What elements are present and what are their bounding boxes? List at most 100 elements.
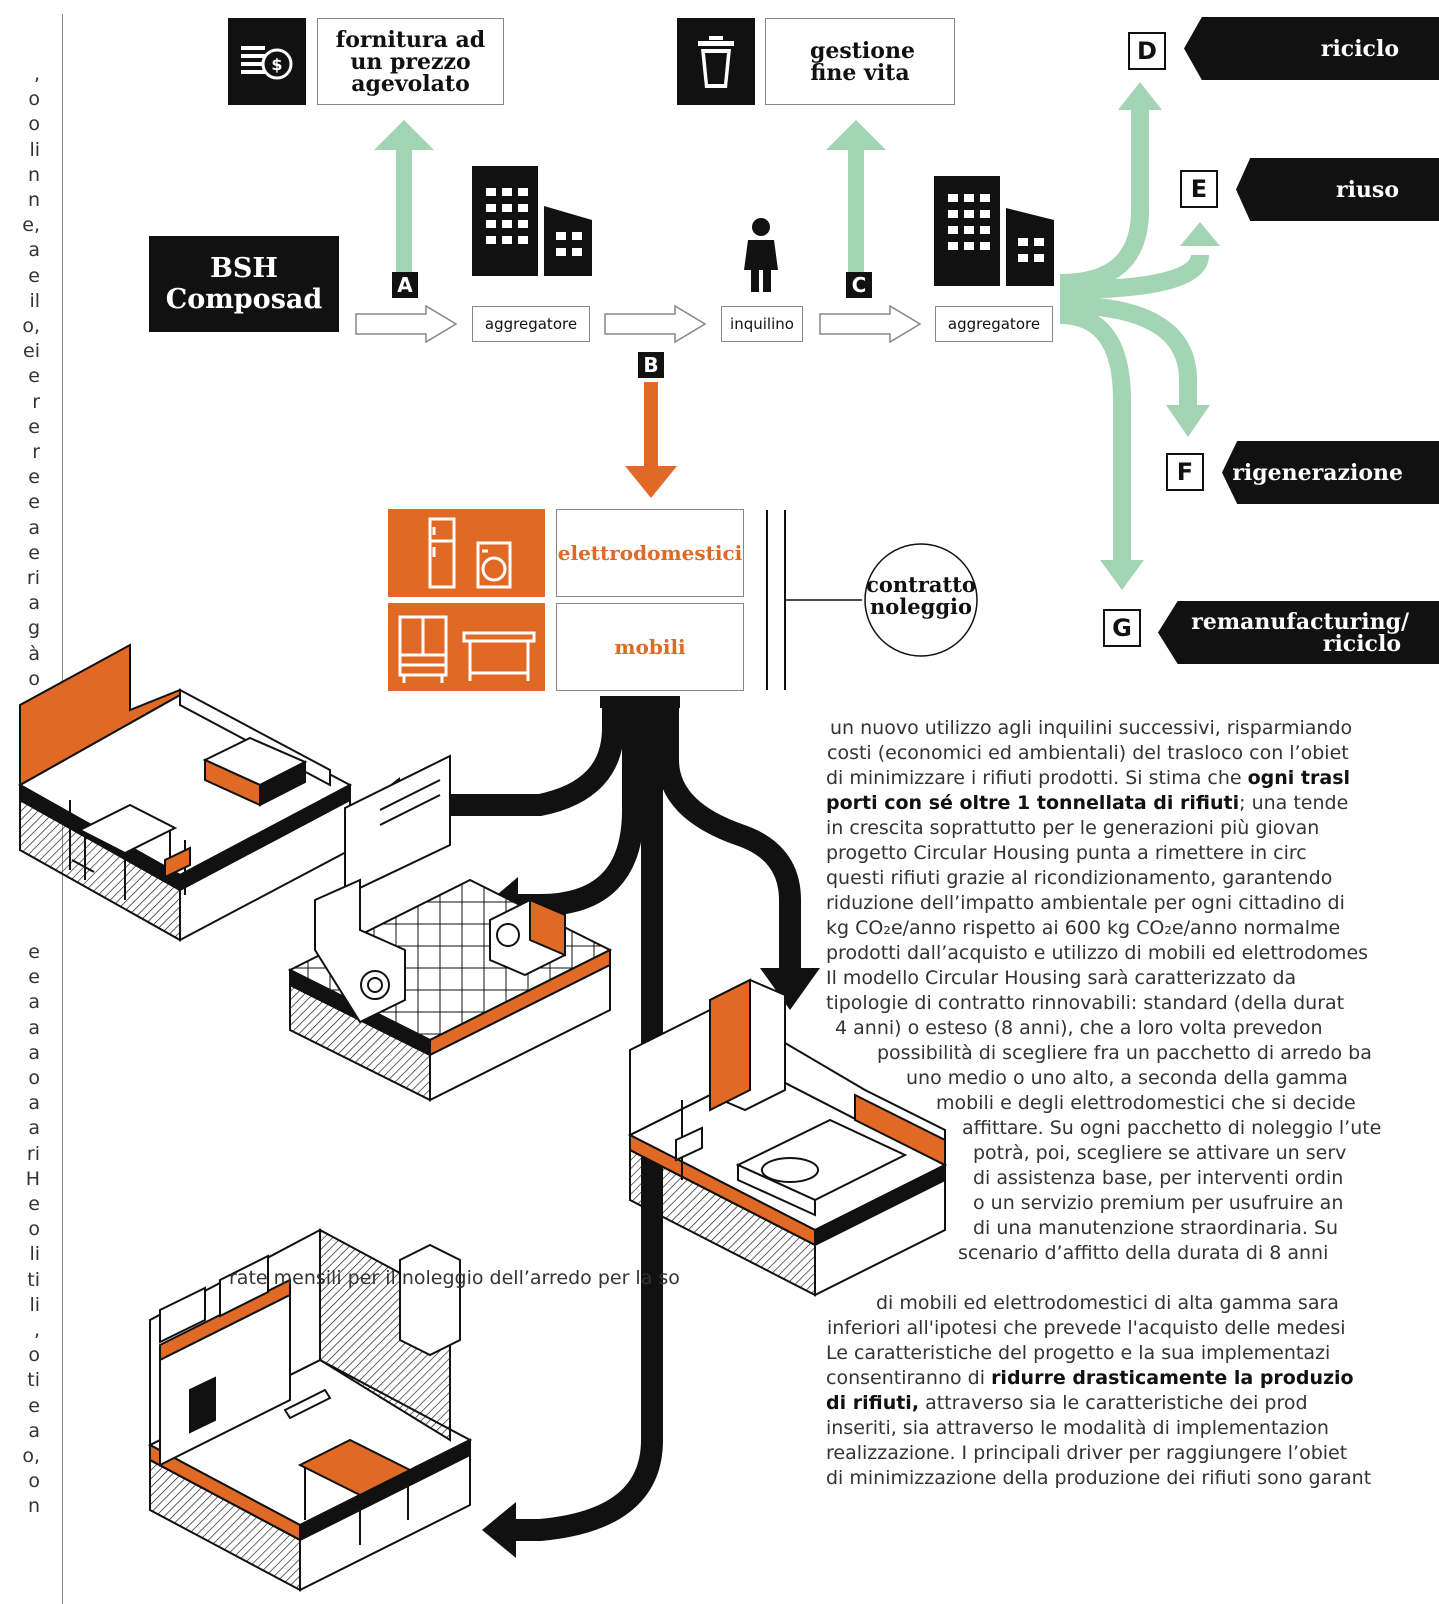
room-laundry-illustration xyxy=(287,754,613,1102)
orange-arrow-b xyxy=(625,382,677,498)
product-furniture-label: mobili xyxy=(614,635,686,659)
body-line-23: rate mensili per il noleggio dell’arredo… xyxy=(229,1267,680,1289)
arrowhead-room-4 xyxy=(482,1502,516,1558)
left-fragment-bottom-7: a xyxy=(28,1117,40,1140)
body-line-15: uno medio o uno alto, a seconda della ga… xyxy=(906,1067,1348,1089)
product-appliances-label: elettrodomestici xyxy=(557,541,743,565)
left-fragment-top-19: e xyxy=(28,541,40,564)
left-fragment-bottom-14: li xyxy=(29,1293,40,1316)
fridge-icon xyxy=(428,517,456,589)
left-fragment-bottom-4: a xyxy=(28,1041,40,1064)
left-fragment-bottom-0: e xyxy=(28,941,40,963)
washing-machine-icon xyxy=(476,541,512,589)
outcome-remanufacturing-line2: riciclo xyxy=(1322,630,1401,657)
body-line-20: o un servizio premium per usufruire an xyxy=(973,1192,1344,1214)
marker-d: D xyxy=(1128,32,1166,70)
gestione-label: gestione fine vita xyxy=(810,37,915,86)
bold-ridurre: ridurre drasticamente la produzio xyxy=(991,1367,1354,1389)
left-fragment-bottom-18: e xyxy=(28,1394,40,1417)
building-icon xyxy=(934,176,1054,286)
flow-arrow-1 xyxy=(355,304,458,344)
flow-arrow-3 xyxy=(819,304,922,344)
left-fragment-top-10: o, xyxy=(22,315,40,338)
room-living-illustration xyxy=(17,643,353,942)
marker-e: E xyxy=(1180,170,1218,208)
marker-c: C xyxy=(846,272,872,298)
left-fragment-top-9: il xyxy=(29,289,40,312)
body-line-11: Il modello Circular Housing sarà caratte… xyxy=(826,967,1297,989)
left-column-rule-bottom xyxy=(62,712,63,1604)
left-fragment-top-5: n xyxy=(27,189,40,212)
wardrobe-icon xyxy=(398,615,448,683)
marker-a: A xyxy=(392,272,418,298)
contract-divider-1 xyxy=(766,510,768,690)
body-line-16: mobili e degli elettrodomestici che si d… xyxy=(936,1092,1356,1114)
contract-line1: contratto xyxy=(866,572,976,597)
left-fragment-bottom-13: ti xyxy=(27,1268,40,1291)
building-icon xyxy=(472,166,592,276)
left-fragment-bottom-1: e xyxy=(28,966,40,989)
contract-label: contratto noleggio xyxy=(865,574,977,618)
source-bsh-composad: BSH Composad xyxy=(149,236,339,332)
left-fragment-top-8: e xyxy=(28,264,40,287)
node-aggregatore-2: aggregatore xyxy=(935,306,1053,342)
body-line-26: Le caratteristiche del progetto e la sua… xyxy=(826,1342,1331,1364)
bold-ogni-trasloco: ogni trasl xyxy=(1247,767,1351,789)
room-kitchen-illustration xyxy=(147,1228,473,1592)
left-fragment-top-14: e xyxy=(28,415,40,438)
left-fragment-top-3: li xyxy=(29,138,40,161)
body-line-21: di una manutenzione straordinaria. Su xyxy=(973,1217,1339,1239)
body-line-29: inseriti, sia attraverso le modalità di … xyxy=(826,1417,1329,1439)
left-fragment-top-17: e xyxy=(28,491,40,514)
outcome-remanufacturing: remanufacturing/ riciclo xyxy=(1158,601,1439,664)
body-line-5: in crescita soprattutto per le generazio… xyxy=(826,817,1320,839)
left-fragment-top-13: r xyxy=(32,390,40,413)
product-furniture-label-box: mobili xyxy=(556,603,744,691)
left-fragment-top-11: ei xyxy=(23,340,40,363)
arrowhead-e xyxy=(1180,222,1220,246)
left-fragment-top-6: e, xyxy=(22,214,40,237)
body-line-9: kg CO₂e/anno rispetto ai 600 kg CO₂e/ann… xyxy=(826,917,1341,939)
contract-divider-2 xyxy=(784,510,786,690)
svg-text:$: $ xyxy=(271,55,282,74)
left-fragment-bottom-11: o xyxy=(28,1218,40,1241)
source-line1: BSH xyxy=(210,253,278,284)
left-fragment-bottom-15: , xyxy=(33,1319,40,1342)
green-branch-arrows xyxy=(1059,108,1209,565)
left-fragment-top-16: e xyxy=(28,466,40,489)
money-stack-icon: $ xyxy=(228,18,306,105)
left-column-rule-top xyxy=(62,14,63,694)
outcome-riciclo-label: riciclo xyxy=(1320,35,1399,62)
green-arrow-c xyxy=(826,120,886,272)
body-line-2: costi (economici ed ambientali) del tras… xyxy=(827,742,1349,764)
body-line-27: consentiranno di ridurre drasticamente l… xyxy=(826,1366,1354,1391)
outcome-riuso: riuso xyxy=(1236,158,1439,221)
black-distribution-arrows xyxy=(390,700,801,1541)
left-fragment-top-21: a xyxy=(28,592,40,615)
arrowhead-f xyxy=(1166,405,1210,437)
left-fragment-top-4: n xyxy=(27,163,40,186)
left-fragment-bottom-8: ri xyxy=(26,1142,40,1165)
left-fragment-top-24: o xyxy=(28,667,40,690)
body-line-6: progetto Circular Housing punta a rimett… xyxy=(826,842,1307,864)
left-fragment-top-2: o xyxy=(28,113,40,136)
body-line-4: porti con sé oltre 1 tonnellata di rifiu… xyxy=(826,791,1348,816)
left-fragment-top-15: r xyxy=(32,441,40,464)
left-fragment-bottom-19: a xyxy=(28,1419,40,1442)
left-fragment-bottom-20: o, xyxy=(22,1445,40,1468)
arrowhead-room-3 xyxy=(760,968,820,1010)
left-fragment-bottom-2: a xyxy=(28,991,40,1014)
left-fragment-bottom-21: o xyxy=(28,1470,40,1493)
left-fragment-top-1: o xyxy=(28,88,40,111)
body-line-3-text: di minimizzare i rifiuti prodotti. Si st… xyxy=(826,767,1248,789)
green-arrow-a xyxy=(374,120,434,272)
body-line-1: un nuovo utilizzo agli inquilini success… xyxy=(830,717,1353,739)
product-appliances-icon-box xyxy=(388,509,545,597)
body-line-7: questi rifiuti grazie al ricondizionamen… xyxy=(826,867,1333,889)
outcome-remanufacturing-line1: remanufacturing/ xyxy=(1191,608,1409,635)
body-line-4-tail: ; una tende xyxy=(1239,792,1349,814)
left-fragment-top-7: a xyxy=(28,239,40,262)
bold-tonnellata: porti con sé oltre 1 tonnellata di rifiu… xyxy=(826,792,1240,814)
trash-bin-icon xyxy=(677,18,755,105)
